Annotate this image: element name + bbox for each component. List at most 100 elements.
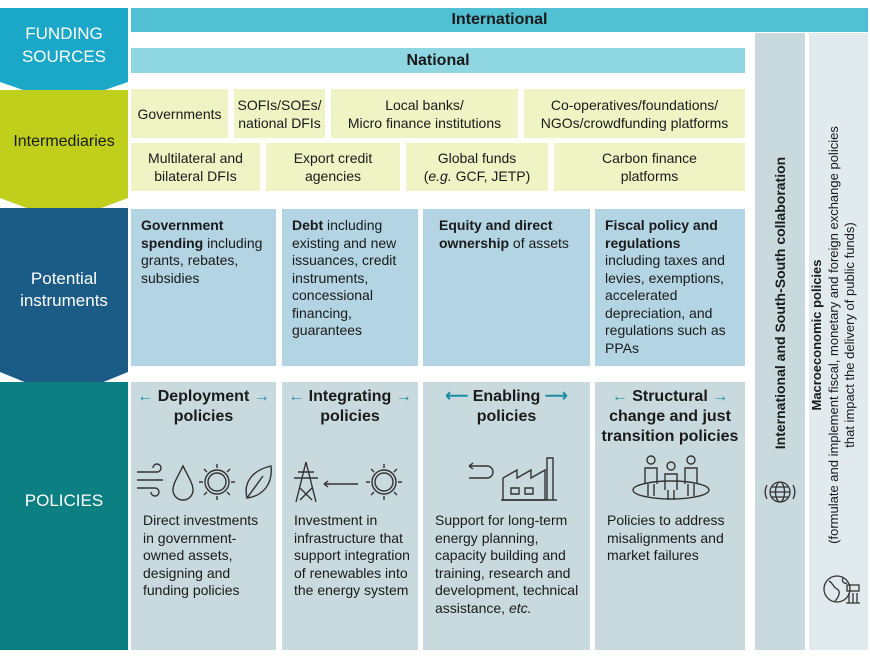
policies-label: POLICIES [24,491,104,510]
intermediaries-arrow [0,90,128,222]
policy-deployment: ← Deployment → policies Direct investmen… [131,382,276,650]
national-bar: National [131,48,745,73]
policy-title: ⟵ Enabling ⟶ policies [423,387,590,427]
intermediary-sofis: SOFIs/SOEs/national DFIs [234,89,325,138]
instrument-desc: including taxes and levies, exemptions, … [605,252,726,356]
instrument-equity: Equity and direct ownership of assets [423,209,590,366]
globe-finance-icon [821,569,861,609]
right-arrow-icon: → [395,388,412,405]
left-arrow-icon: ← [137,388,154,405]
intermediary-text: bilateral DFIs [154,168,237,184]
sun-icon [199,464,235,500]
return-arrow-icon [468,462,494,479]
intermediary-text: (e.g. GCF, JETP) [424,167,531,185]
instrument-title: Debt [292,217,324,233]
deployment-icons [135,462,275,502]
instruments-arrow [0,208,128,398]
transmission-tower-icon [294,461,318,503]
intermediary-cooperatives: Co-operatives/foundations/NGOs/crowdfund… [524,89,745,138]
leaf-icon [245,465,272,499]
intermediary-text: Export credit [293,150,373,166]
left-arrow-column [0,8,128,650]
intermediary-text: Governments [137,105,222,122]
intermediary-text: Local banks/ [385,96,464,113]
intermediary-text: Co-operatives/foundations/ [550,96,719,113]
macroeconomic-label: Macroeconomic policies (formulate and im… [809,110,869,560]
intermediary-text: SOFIs/SOEs/ [237,96,322,113]
intermediary-carbon-finance: Carbon finance platforms [554,143,745,191]
people-group-icon [632,455,710,500]
text-part: e.g. [428,168,452,184]
policy-structural: ← Structural → change and just transitio… [595,382,745,650]
policy-title: ← Deployment → policies [131,387,276,427]
macro-title: Macroeconomic policies [809,259,824,411]
policy-title-line: policies [173,408,234,425]
right-arrow-icon: → [712,388,729,405]
left-arrow-icon: ← [288,388,305,405]
wind-icon [137,463,163,497]
arrow-icon [323,480,358,488]
policy-text-part: etc. [508,599,532,616]
international-collab-label: International and South-South collaborat… [772,156,788,450]
intermediary-governments: Governments [131,89,228,138]
policy-description: Support for long-term energy planning, c… [435,512,584,617]
intermediary-text: national DFIs [238,114,321,131]
policy-description: Policies to address misalignments and ma… [607,512,725,563]
intermediary-text: Global funds [437,150,517,166]
policy-title-line: Integrating [308,388,392,405]
funding-label-line2: SOURCES [21,47,107,66]
policy-integrating: ← Integrating → policies Investment in i… [282,382,418,650]
instrument-title: Fiscal policy and regulations [605,217,718,251]
text-part: ( [423,168,429,184]
globe-icon [763,475,797,509]
policy-title-line: policies [476,408,537,425]
instruments-label: Potential instruments [0,268,128,312]
intermediary-local-banks: Local banks/Micro finance institutions [331,89,518,138]
left-arrow-icon: ← [611,388,628,405]
intermediary-text: NGOs/crowdfunding platforms [540,114,729,131]
policy-description: Direct investments in government-owned a… [143,512,259,598]
policy-title: ← Structural → change and just transitio… [595,387,745,447]
right-arrow-icon: → [253,388,270,405]
policies-block [0,382,128,650]
policy-title: ← Integrating → policies [282,387,418,427]
policy-title-line: transition policies [601,428,739,445]
intermediary-export-credit: Export credit agencies [266,143,400,191]
sun-icon [366,464,402,500]
intermediary-text: platforms [620,168,679,184]
instruments-label-line1: Potential [30,269,98,288]
instruments-label-line2: instruments [20,291,108,310]
international-bar: International [131,8,868,32]
instrument-desc: including existing and new issuances, cr… [292,217,397,338]
policy-text-part: Support for long-term energy planning, c… [435,512,579,616]
intermediary-text: Carbon finance [602,150,697,166]
integrating-icons [292,460,412,504]
factory-icon [501,457,557,501]
funding-sources-label: FUNDING SOURCES [0,22,128,68]
instrument-desc: of assets [509,234,569,251]
policy-title-line: Structural [632,388,708,405]
instrument-title: Equity and direct ownership [439,217,553,251]
intermediary-text: Multilateral and [148,150,243,166]
intermediary-global-funds: Global funds (e.g. GCF, JETP) [406,143,548,191]
macro-desc-line: that impact the delivery of public funds… [842,222,857,448]
instrument-desc: including grants, rebates, subsidies [141,234,263,286]
intermediary-text: agencies [304,168,362,184]
water-drop-icon [172,464,194,501]
enabling-icons [461,454,571,502]
intermediary-text: Micro finance institutions [347,114,502,131]
instrument-government-spending: Government spending including grants, re… [131,209,276,366]
macroeconomic-column: Macroeconomic policies (formulate and im… [809,33,868,650]
policy-description: Investment in infrastructure that suppor… [294,512,410,598]
intermediary-multilateral: Multilateral and bilateral DFIs [131,143,260,191]
policy-title-line: Enabling [472,388,541,405]
instrument-fiscal-policy: Fiscal policy and regulations including … [595,209,745,366]
policy-title-line: policies [320,408,380,425]
macro-desc-line: (formulate and implement fiscal, monetar… [825,126,841,544]
instrument-title: Government spending [141,217,224,251]
structural-icons [629,452,713,502]
right-arrow-icon: ⟶ [544,388,568,405]
international-collab-column: International and South-South collaborat… [755,33,805,650]
funding-label-line1: FUNDING [25,24,103,43]
funding-arrow [0,8,128,104]
